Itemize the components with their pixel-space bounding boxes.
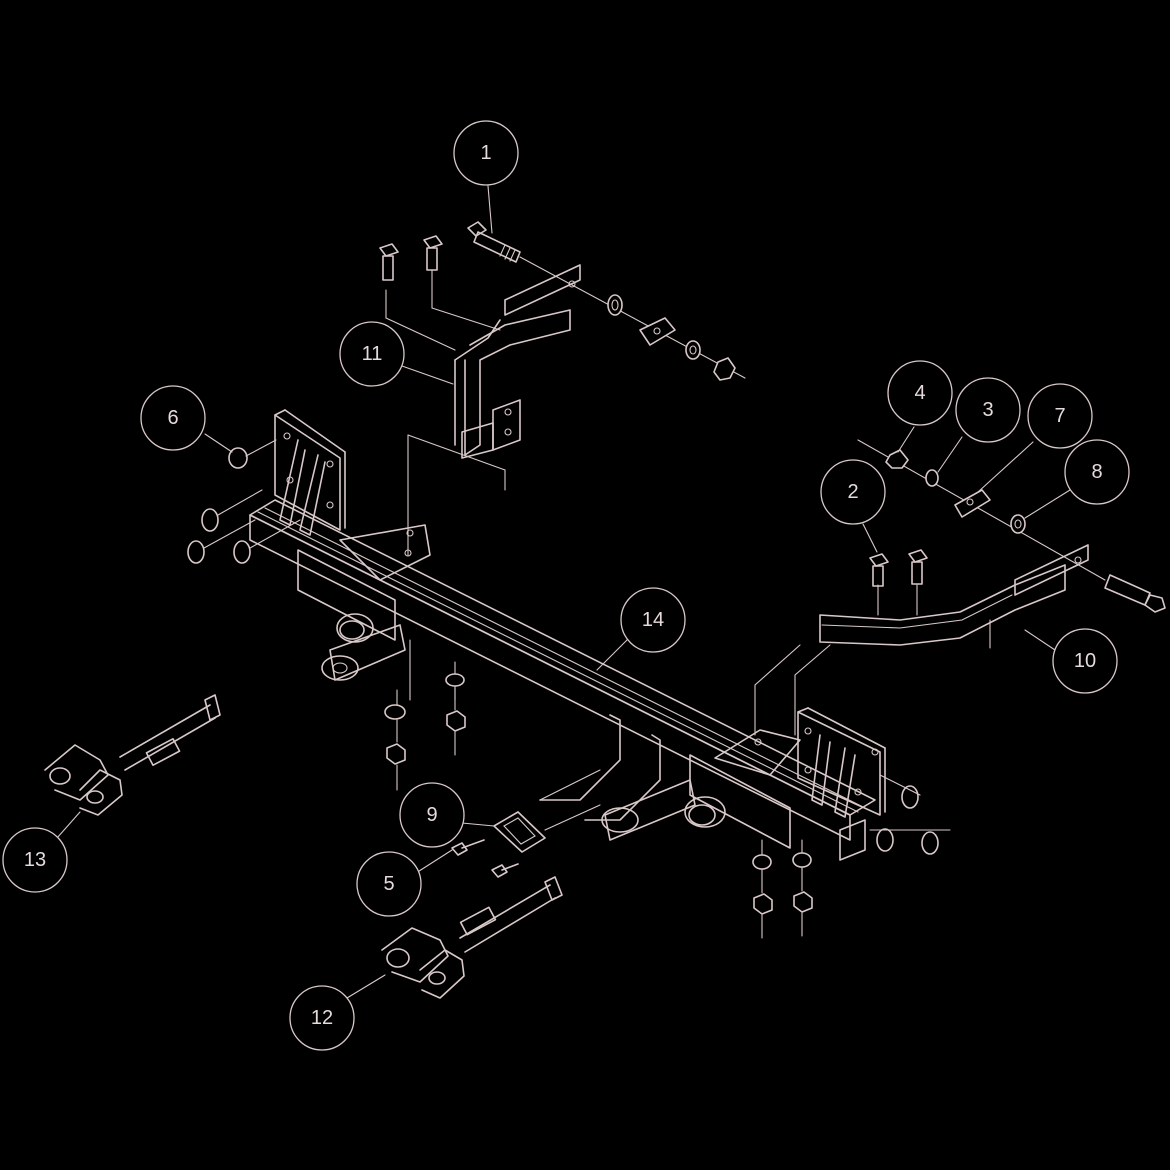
callout-9-number: 9 xyxy=(426,804,437,826)
callout-1: 1 xyxy=(453,120,519,186)
left-side-arm xyxy=(385,264,581,556)
tow-tab-left xyxy=(44,694,221,816)
callout-13-number: 13 xyxy=(24,849,46,871)
callout-10-number: 10 xyxy=(1074,650,1096,672)
callout-2: 2 xyxy=(820,459,886,525)
callout-9: 9 xyxy=(399,782,465,848)
callout-11-number: 11 xyxy=(362,343,383,365)
main-crossbar xyxy=(249,409,886,871)
callout-6-number: 6 xyxy=(167,407,178,429)
tow-tab-right xyxy=(381,876,563,999)
callout-12-number: 12 xyxy=(311,1007,333,1029)
callout-8: 8 xyxy=(1064,439,1130,505)
callout-7-number: 7 xyxy=(1054,405,1065,427)
callout-4: 4 xyxy=(887,360,953,426)
callout-14: 14 xyxy=(620,587,686,653)
callout-8-number: 8 xyxy=(1091,461,1102,483)
callout-11: 11 xyxy=(339,321,405,387)
callout-3: 3 xyxy=(955,377,1021,443)
callout-7: 7 xyxy=(1027,383,1093,449)
right-side-arm xyxy=(754,544,1089,736)
hardware xyxy=(187,221,1166,939)
callout-1-number: 1 xyxy=(480,142,491,164)
callout-3-number: 3 xyxy=(982,399,993,421)
callout-6: 6 xyxy=(140,385,206,451)
callout-2-number: 2 xyxy=(847,481,858,503)
callout-12: 12 xyxy=(289,985,355,1051)
callout-4-number: 4 xyxy=(914,382,925,404)
callout-14-number: 14 xyxy=(642,609,664,631)
callout-5-number: 5 xyxy=(383,873,394,895)
callout-10: 10 xyxy=(1052,628,1118,694)
callout-13: 13 xyxy=(2,827,68,893)
callout-5: 5 xyxy=(356,851,422,917)
leader-lines xyxy=(56,185,1071,999)
